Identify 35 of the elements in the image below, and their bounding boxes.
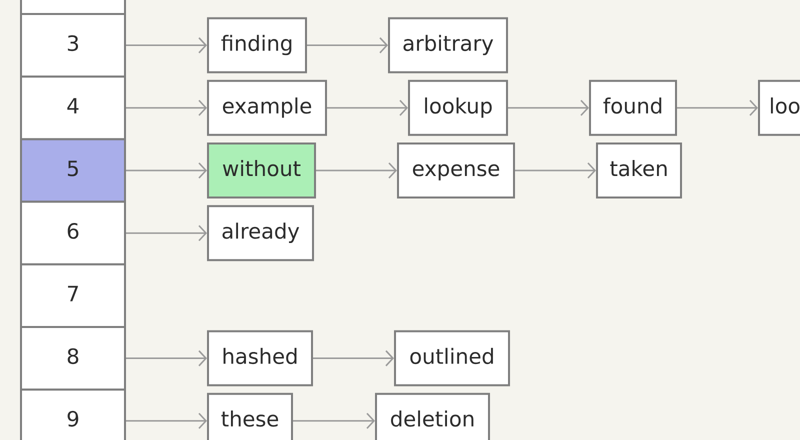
arrow bbox=[126, 37, 207, 54]
arrow bbox=[126, 350, 207, 366]
arrow bbox=[126, 225, 207, 242]
entry-box: finding bbox=[207, 17, 307, 74]
arrow bbox=[126, 162, 207, 179]
arrow bbox=[508, 100, 589, 116]
entry-box: already bbox=[207, 205, 314, 262]
entry-box: example bbox=[207, 80, 327, 136]
entry-box: arbitrary bbox=[388, 17, 508, 74]
entry-box: without bbox=[207, 142, 316, 198]
index-cell: 6 bbox=[20, 200, 126, 266]
index-cell: 4 bbox=[20, 76, 126, 140]
arrow bbox=[515, 162, 596, 179]
arrow bbox=[677, 100, 758, 116]
index-cell: 8 bbox=[20, 326, 126, 391]
index-cell: 9 bbox=[20, 388, 126, 440]
entry-box: taken bbox=[596, 142, 682, 198]
arrow bbox=[307, 37, 388, 54]
arrow bbox=[126, 100, 207, 116]
entry-box: lookup bbox=[408, 80, 508, 136]
arrow bbox=[316, 162, 397, 179]
arrow bbox=[313, 350, 394, 366]
arrow bbox=[293, 412, 375, 429]
entry-box: loo bbox=[758, 80, 800, 136]
entry-box: expense bbox=[397, 142, 515, 198]
arrow bbox=[126, 412, 207, 429]
entry-box: these bbox=[207, 392, 293, 440]
entry-box: found bbox=[589, 80, 677, 136]
index-cell bbox=[20, 0, 126, 15]
entry-box: deletion bbox=[375, 392, 490, 440]
index-cell: 5 bbox=[20, 138, 126, 203]
index-cell: 7 bbox=[20, 263, 126, 328]
arrow bbox=[327, 100, 408, 116]
entry-box: hashed bbox=[207, 330, 313, 386]
entry-box: outlined bbox=[394, 330, 510, 386]
